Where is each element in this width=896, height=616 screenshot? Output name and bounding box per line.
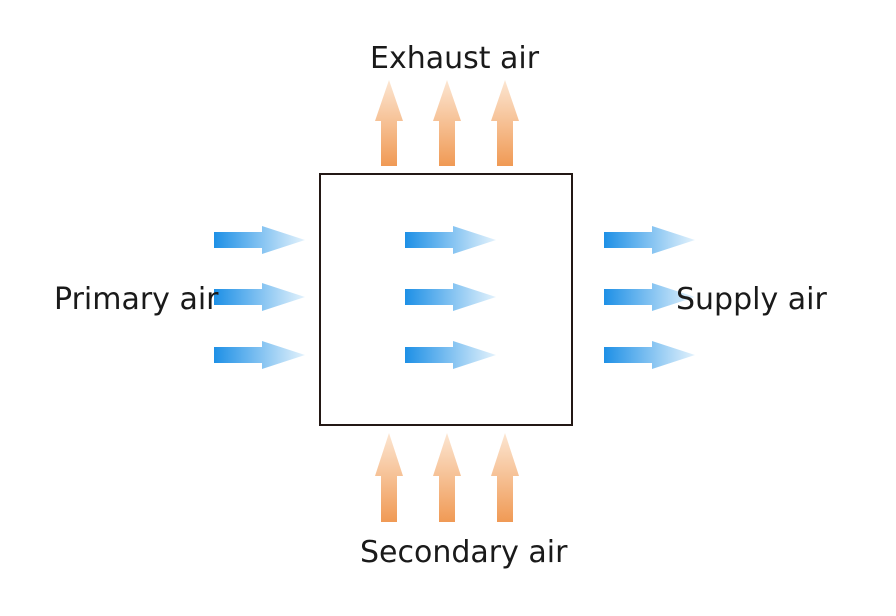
primary-air-label: Primary air [54, 282, 219, 317]
internal-air-arrow-1 [405, 226, 496, 254]
secondary-air-label: Secondary air [360, 535, 568, 570]
supply-air-arrow-1 [604, 226, 695, 254]
internal-air-arrows [405, 226, 496, 369]
primary-air-arrows [214, 226, 305, 369]
supply-air-arrows [604, 226, 695, 369]
supply-air-label: Supply air [676, 282, 827, 317]
primary-air-arrow-3 [214, 341, 305, 369]
exhaust-air-arrows [375, 80, 519, 166]
primary-air-arrow-1 [214, 226, 305, 254]
internal-air-arrow-2 [405, 283, 496, 311]
internal-air-arrow-3 [405, 341, 496, 369]
secondary-air-arrow-1 [375, 433, 403, 522]
exhaust-air-arrow-3 [491, 80, 519, 166]
exhaust-air-arrow-2 [433, 80, 461, 166]
secondary-air-arrows [375, 433, 519, 522]
secondary-air-arrow-2 [433, 433, 461, 522]
supply-air-arrow-3 [604, 341, 695, 369]
secondary-air-arrow-3 [491, 433, 519, 522]
primary-air-arrow-2 [214, 283, 305, 311]
supply-air-arrow-2 [604, 283, 695, 311]
heat-exchanger-box [319, 173, 573, 426]
exhaust-air-label: Exhaust air [370, 41, 540, 76]
exhaust-air-arrow-1 [375, 80, 403, 166]
